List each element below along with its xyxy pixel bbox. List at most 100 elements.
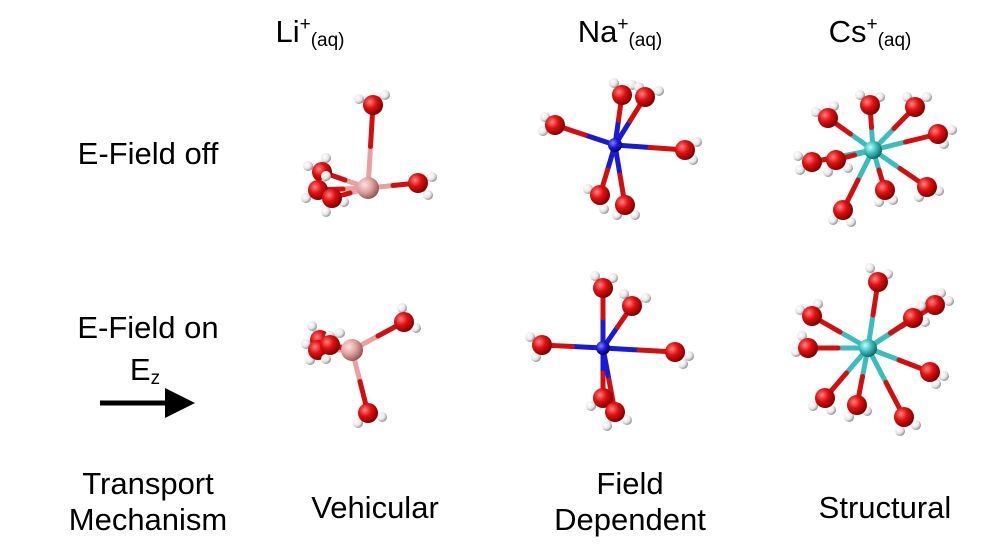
oxygen-atom bbox=[928, 124, 948, 144]
hydrogen-atom bbox=[538, 126, 548, 136]
oxygen-atom bbox=[917, 177, 937, 197]
hydrogen-atom bbox=[586, 401, 596, 411]
hydrogen-atom bbox=[321, 207, 331, 217]
header-cs: Cs+(aq) bbox=[828, 14, 912, 51]
hydrogen-atom bbox=[828, 215, 838, 225]
hydrogen-atom bbox=[622, 415, 632, 425]
hydrogen-atom bbox=[427, 172, 437, 182]
oxygen-atom bbox=[818, 108, 838, 128]
oxygen-atom bbox=[612, 85, 632, 105]
hydrogen-atom bbox=[583, 184, 593, 194]
hydrogen-atom bbox=[590, 271, 600, 281]
header-li: Li+(aq) bbox=[275, 14, 345, 51]
hydrogen-atom bbox=[844, 412, 854, 422]
hydrogen-atom bbox=[843, 163, 853, 173]
oxygen-atom bbox=[868, 272, 888, 292]
cation-atom bbox=[357, 177, 379, 199]
hydrogen-atom bbox=[813, 299, 823, 309]
hydrogen-atom bbox=[377, 412, 387, 422]
hydrogen-atom bbox=[411, 323, 421, 333]
oxygen-atom bbox=[322, 188, 342, 208]
oxygen-atom bbox=[833, 200, 853, 220]
hydrogen-atom bbox=[829, 101, 839, 111]
hydrogen-atom bbox=[823, 167, 833, 177]
oxygen-atom bbox=[615, 195, 635, 215]
hydrogen-atom bbox=[865, 263, 875, 273]
hydrogen-atom bbox=[354, 94, 364, 104]
oxygen-atom bbox=[815, 388, 835, 408]
oxygen-atom bbox=[593, 388, 613, 408]
oxygen-atom bbox=[802, 152, 822, 172]
oxygen-atom bbox=[894, 407, 914, 427]
hydrogen-atom bbox=[599, 204, 609, 214]
hydrogen-atom bbox=[895, 426, 905, 436]
hydrogen-atom bbox=[380, 90, 390, 100]
oxygen-atom bbox=[826, 150, 846, 170]
hydrogen-atom bbox=[335, 328, 345, 338]
hydrogen-atom bbox=[811, 107, 821, 117]
hydrogen-atom bbox=[303, 161, 313, 171]
hydrogen-atom bbox=[692, 137, 702, 147]
oxygen-atom bbox=[798, 338, 818, 358]
hydrogen-atom bbox=[916, 301, 926, 311]
hydrogen-atom bbox=[855, 90, 865, 100]
hydrogen-atom bbox=[397, 303, 407, 313]
hydrogen-atom bbox=[654, 86, 664, 96]
hydrogen-atom bbox=[321, 171, 331, 181]
oxygen-atom bbox=[593, 278, 613, 298]
hydrogen-atom bbox=[321, 153, 331, 163]
oxygen-atom bbox=[394, 312, 414, 332]
oxygen-atom bbox=[363, 95, 383, 115]
oxygen-atom bbox=[590, 185, 610, 205]
hydrogen-atom bbox=[301, 193, 311, 203]
row-label-field-off: E-Field off bbox=[77, 136, 219, 171]
oxygen-atom bbox=[665, 342, 685, 362]
hydrogen-atom bbox=[353, 418, 363, 428]
oxygen-atom bbox=[905, 97, 925, 117]
hydrogen-atom bbox=[808, 401, 818, 411]
hydrogen-atom bbox=[936, 288, 946, 298]
oxygen-atom bbox=[532, 335, 552, 355]
hydrogen-atom bbox=[911, 420, 921, 430]
hydrogen-atom bbox=[684, 351, 694, 361]
row-label-field-on: E-Field on bbox=[77, 310, 219, 345]
hydrogen-atom bbox=[602, 421, 612, 431]
cation-atom bbox=[608, 138, 622, 152]
hydrogen-atom bbox=[795, 305, 805, 315]
cation-atom bbox=[864, 141, 882, 159]
hydrogen-atom bbox=[931, 379, 941, 389]
oxygen-atom bbox=[675, 140, 695, 160]
hydrogen-atom bbox=[795, 165, 805, 175]
oxygen-atom bbox=[847, 395, 867, 415]
hydrogen-atom bbox=[797, 331, 807, 341]
oxygen-atom bbox=[925, 295, 945, 315]
oxygen-atom bbox=[860, 95, 880, 115]
hydrogen-atom bbox=[922, 92, 932, 102]
oxygen-atom bbox=[545, 115, 565, 135]
hydrogen-atom bbox=[947, 125, 957, 135]
oxygen-atom bbox=[920, 362, 940, 382]
hydrogen-atom bbox=[939, 371, 949, 381]
hydrogen-atom bbox=[609, 78, 619, 88]
hydrogen-atom bbox=[619, 289, 629, 299]
hydrogen-atom bbox=[608, 273, 618, 283]
oxygen-atom bbox=[622, 296, 642, 316]
oxygen-atom bbox=[635, 87, 655, 107]
hydrogen-atom bbox=[321, 354, 331, 364]
hydrogen-atom bbox=[678, 359, 688, 369]
header-na: Na+(aq) bbox=[577, 14, 663, 51]
field-direction-label: Ez bbox=[129, 352, 161, 389]
hydrogen-atom bbox=[874, 197, 884, 207]
hydrogen-atom bbox=[423, 190, 433, 200]
hydrogen-atom bbox=[826, 405, 836, 415]
oxygen-atom bbox=[875, 180, 895, 200]
hydrogen-atom bbox=[630, 210, 640, 220]
hydrogen-atom bbox=[944, 296, 954, 306]
hydrogen-atom bbox=[641, 293, 651, 303]
hydrogen-atom bbox=[531, 352, 541, 362]
hydrogen-atom bbox=[846, 217, 856, 227]
